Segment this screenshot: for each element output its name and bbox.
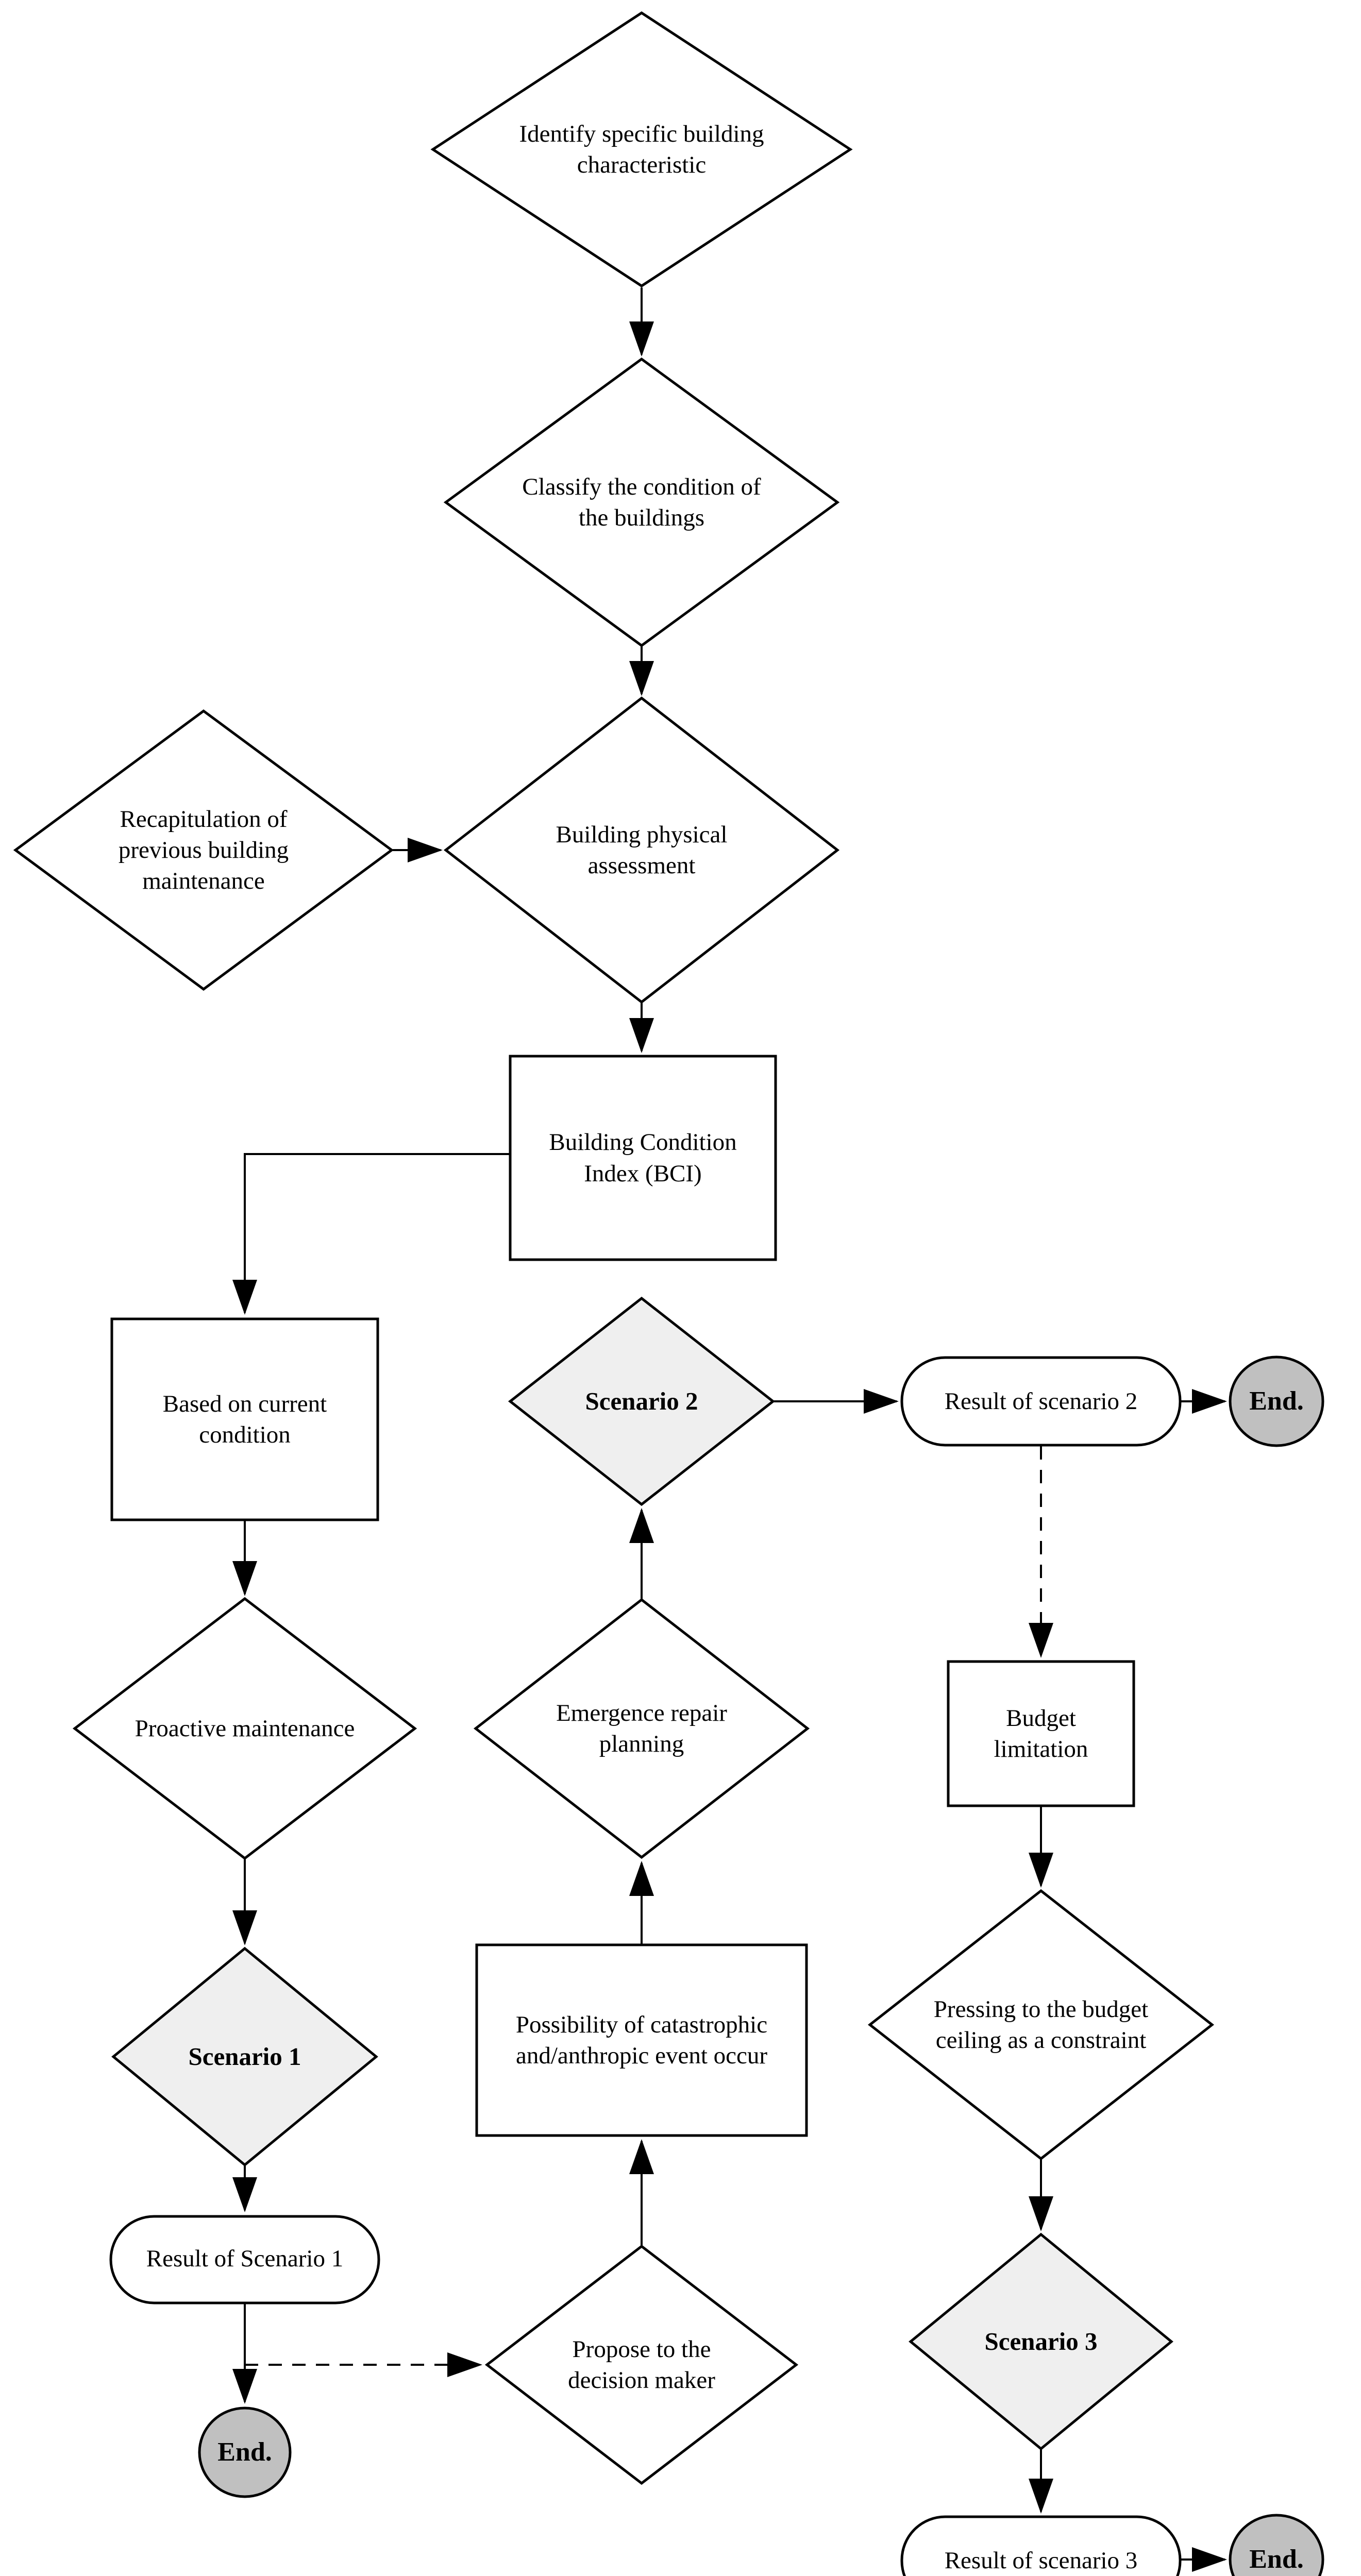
terminator-result-scenario-1 — [109, 2215, 380, 2304]
process-building-condition-index — [509, 1055, 777, 1261]
terminator-result-scenario-3 — [900, 2515, 1182, 2576]
process-based-on-current-condition — [110, 1317, 379, 1521]
decision-building-physical-assessment — [443, 696, 840, 1004]
end-node-scenario-2 — [1229, 1355, 1324, 1447]
decision-recapitulation-previous-maintenance — [13, 709, 394, 991]
end-node-scenario-1 — [198, 2406, 292, 2498]
terminator-result-scenario-2 — [900, 1356, 1182, 1447]
end-node-scenario-3 — [1229, 2514, 1324, 2576]
edge-bci-current — [232, 1153, 510, 1315]
decision-pressing-budget-ceiling — [867, 1889, 1215, 2161]
decision-identify-building-characteristic — [430, 11, 853, 287]
decision-scenario-3 — [909, 2232, 1173, 2451]
decision-scenario-2 — [508, 1296, 776, 1506]
decision-classify-condition — [443, 357, 840, 648]
decision-scenario-1 — [111, 1946, 378, 2167]
decision-proactive-maintenance — [72, 1597, 417, 1860]
process-possibility-catastrophic-event — [475, 1943, 808, 2137]
process-budget-limitation — [947, 1660, 1135, 1807]
decision-emergence-repair-planning — [473, 1598, 810, 1859]
decision-propose-decision-maker — [484, 2244, 799, 2485]
